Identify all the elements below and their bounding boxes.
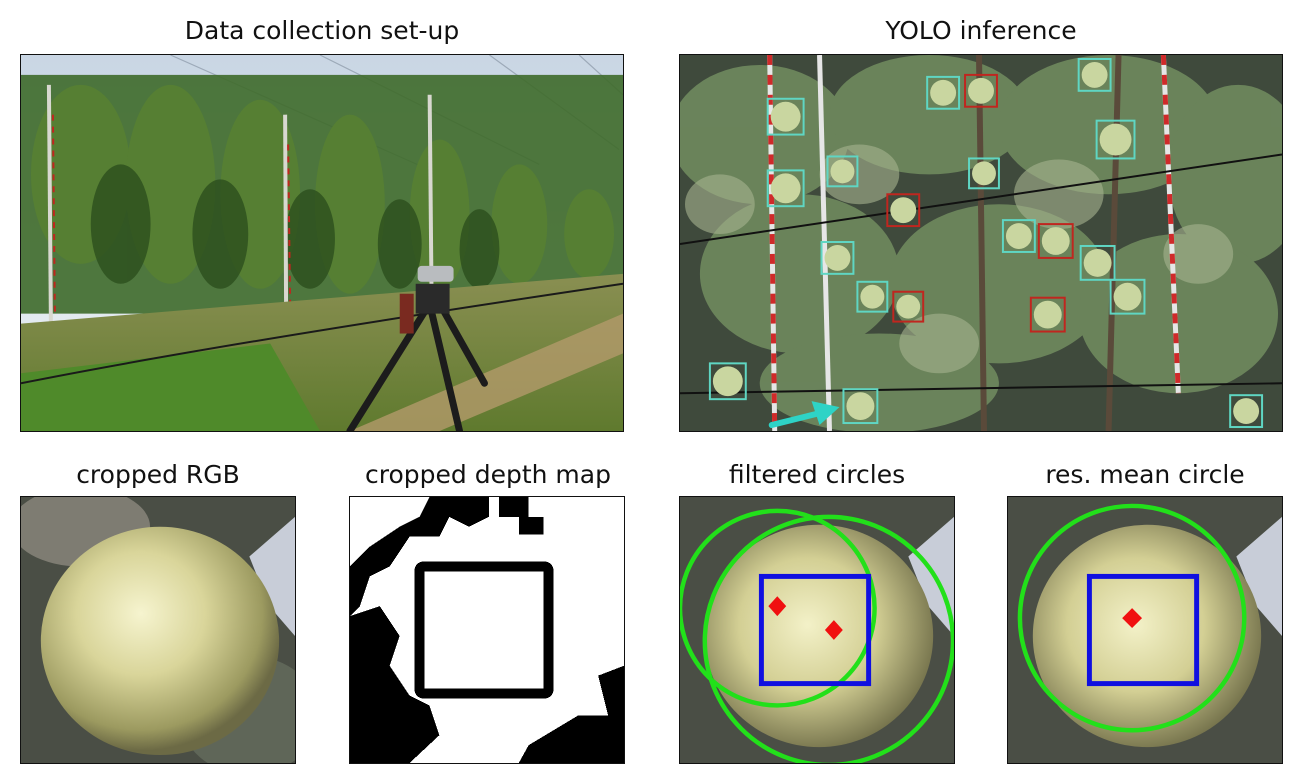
detection-box-highlighted [1037, 223, 1074, 259]
setup-title: Data collection set-up [184, 16, 460, 45]
apple [1005, 223, 1032, 249]
apple [824, 244, 851, 271]
detection-box [1229, 394, 1264, 429]
detection-box [1095, 119, 1136, 160]
detection-box [926, 75, 961, 110]
detection-box [1001, 219, 1036, 253]
filtered-circles-image [679, 496, 955, 764]
mean-circle-image [1007, 496, 1283, 764]
arrow-icon [768, 401, 840, 429]
apple [1099, 123, 1132, 156]
detection-box-highlighted [892, 290, 925, 323]
detection-box [1109, 278, 1146, 315]
apple [712, 366, 743, 397]
apple [1041, 227, 1070, 255]
apple [968, 77, 994, 104]
detection-box [856, 280, 889, 313]
apple [1033, 300, 1062, 329]
apple [846, 392, 875, 421]
cropped-rgb-image [20, 496, 296, 764]
apple [1083, 248, 1112, 277]
detection-box [842, 388, 879, 425]
detection-box [820, 241, 855, 275]
detection-box [1077, 57, 1112, 92]
apple [930, 79, 957, 106]
yolo-photo [679, 54, 1283, 432]
detection-box [766, 169, 805, 208]
depth-title: cropped depth map [365, 460, 611, 489]
detection-box [968, 157, 1000, 190]
detection-box [1079, 244, 1116, 281]
setup-photo [20, 54, 624, 432]
detection-box [708, 362, 747, 401]
apple [972, 161, 996, 186]
apple [1081, 61, 1108, 88]
apple [770, 173, 801, 204]
detection-box-highlighted [964, 73, 998, 108]
apple [1233, 398, 1260, 425]
filtered-title: filtered circles [728, 460, 906, 489]
apple [860, 284, 885, 309]
detection-box-highlighted [1029, 296, 1066, 333]
detection-box [766, 97, 805, 136]
detection-box-highlighted [886, 193, 921, 228]
apple [890, 197, 917, 224]
apple [830, 159, 855, 184]
detection-box [826, 155, 859, 188]
mean-title: res. mean circle [1045, 460, 1245, 489]
apple [896, 294, 921, 319]
yolo-title: YOLO inference [885, 16, 1077, 45]
apple [770, 101, 801, 132]
apple [1113, 282, 1142, 311]
cropped-depth-map [349, 496, 625, 764]
rgb-title: cropped RGB [76, 460, 240, 489]
